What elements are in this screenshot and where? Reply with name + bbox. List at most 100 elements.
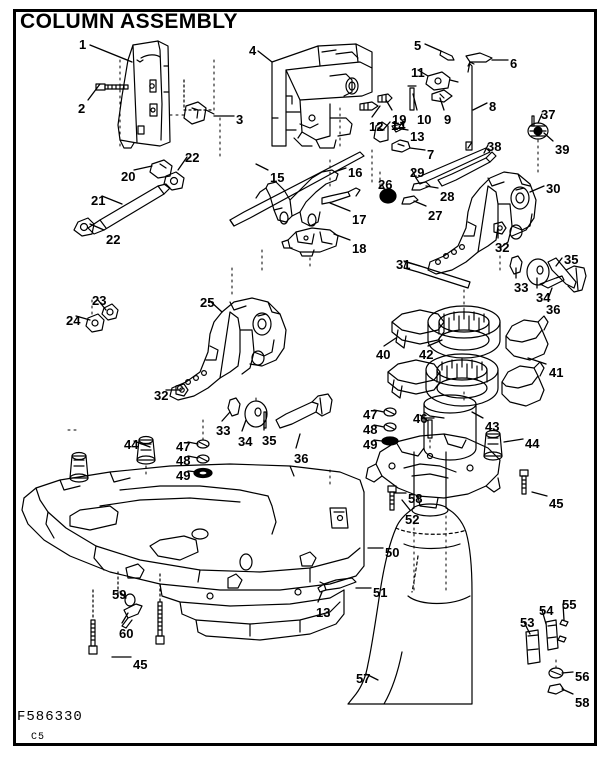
leader-line-36b: [548, 288, 552, 299]
leader-line-47b: [374, 410, 384, 412]
leader-line-13: [396, 128, 408, 130]
callout-28: 28: [440, 189, 455, 204]
leader-line-16: [334, 168, 346, 172]
callout-59: 59: [112, 587, 127, 602]
callout-34b: 34: [536, 290, 551, 305]
leader-line-40: [384, 338, 396, 346]
callout-38: 38: [487, 139, 502, 154]
part-23-nut: [102, 304, 118, 320]
part-41-seal-lower: [502, 362, 544, 406]
leader-line-28: [426, 186, 438, 188]
callout-24: 24: [66, 313, 81, 328]
part-49-ring-left: [194, 469, 212, 478]
part-44-bushing-left2: [137, 437, 155, 465]
callout-40: 40: [376, 347, 391, 362]
part-12-screw: [360, 102, 378, 110]
part-11-bracket: [426, 72, 458, 90]
leader-line-30: [530, 186, 544, 192]
part-45-bolt-center: [156, 602, 164, 644]
part-9-clip: [432, 90, 452, 102]
callout-33b: 33: [514, 280, 529, 295]
part-54-plate: [546, 620, 558, 650]
part-16-yoke: [256, 170, 338, 226]
sheet-code: C5: [31, 732, 46, 743]
part-38-rod: [438, 152, 496, 186]
part-46-pin: [426, 418, 434, 438]
part-39-grommet: [528, 123, 548, 139]
callout-49: 49: [176, 468, 191, 483]
callout-32: 32: [154, 388, 169, 403]
callout-44b: 44: [124, 437, 139, 452]
part-41-seal-upper: [506, 316, 548, 360]
callout-58: 58: [575, 695, 590, 710]
callout-34: 34: [238, 434, 253, 449]
callout-31: 31: [396, 257, 411, 272]
callout-17: 17: [352, 212, 367, 227]
leader-line-7: [410, 148, 425, 150]
leader-line-19: [386, 100, 392, 110]
callout-7: 7: [427, 147, 435, 162]
leader-line-29: [412, 170, 416, 178]
leader-line-55: [563, 604, 564, 620]
callout-43: 43: [485, 419, 500, 434]
part-33-pin-left: [228, 398, 240, 416]
callout-4: 4: [249, 43, 257, 58]
callout-50: 50: [385, 545, 400, 560]
part-44-bushing-right: [484, 431, 502, 461]
callout-54: 54: [539, 603, 554, 618]
callout-23: 23: [92, 293, 107, 308]
part-32-nut-left: [176, 384, 188, 396]
part-43-bushing: [424, 395, 476, 460]
part-13-lower: [320, 582, 324, 584]
leader-line-26: [382, 184, 386, 193]
callout-57: 57: [356, 671, 371, 686]
part-58-bolt-left: [388, 486, 396, 510]
part-4-column: [272, 44, 372, 148]
part-55-screws: [558, 620, 568, 642]
callout-15: 15: [270, 170, 285, 185]
callout-44: 44: [525, 436, 540, 451]
callout-29: 29: [410, 165, 425, 180]
leader-line-59: [120, 592, 126, 598]
part-59-ring: [125, 594, 135, 606]
leader-line-21: [102, 196, 122, 204]
part-33-pin-right: [510, 256, 522, 274]
leader-line-60: [122, 613, 128, 623]
leader-line-5: [425, 44, 441, 51]
leader-line-14: [383, 122, 390, 130]
part-24-nut: [86, 314, 104, 332]
part-40-shim-lower: [388, 360, 440, 398]
part-42-bearing-upper: [428, 306, 500, 358]
leader-line-24: [76, 316, 90, 320]
part-34-cap-left: [245, 401, 267, 427]
callout-47: 47: [176, 439, 191, 454]
callout-22b: 22: [106, 232, 121, 247]
part-34-cap-right: [527, 259, 549, 285]
part-36-handle-left: [276, 394, 332, 428]
callout-45b: 45: [133, 657, 148, 672]
leader-line-9: [440, 98, 444, 110]
part-44-bushing-left: [70, 453, 88, 483]
callout-58b: 58: [408, 491, 423, 506]
callout-30: 30: [546, 181, 561, 196]
leader-line-58: [562, 689, 573, 694]
part-28-pin: [412, 182, 430, 190]
callout-39: 39: [555, 142, 570, 157]
part-10-pin: [408, 86, 416, 110]
leader-line-10: [413, 94, 417, 110]
part-17-pin: [322, 188, 360, 204]
callout-47b: 47: [363, 407, 378, 422]
part-29-rod: [416, 148, 490, 184]
callout-5: 5: [414, 38, 422, 53]
callout-60: 60: [119, 626, 134, 641]
part-27-clip: [402, 196, 418, 204]
callout-3: 3: [236, 112, 244, 127]
leader-line-23: [98, 300, 106, 310]
part-53-plate: [526, 630, 540, 664]
part-8-rod: [466, 62, 474, 150]
leader-line-42: [428, 340, 442, 346]
part-5-pin: [440, 51, 454, 60]
leader-line-57: [366, 674, 378, 680]
